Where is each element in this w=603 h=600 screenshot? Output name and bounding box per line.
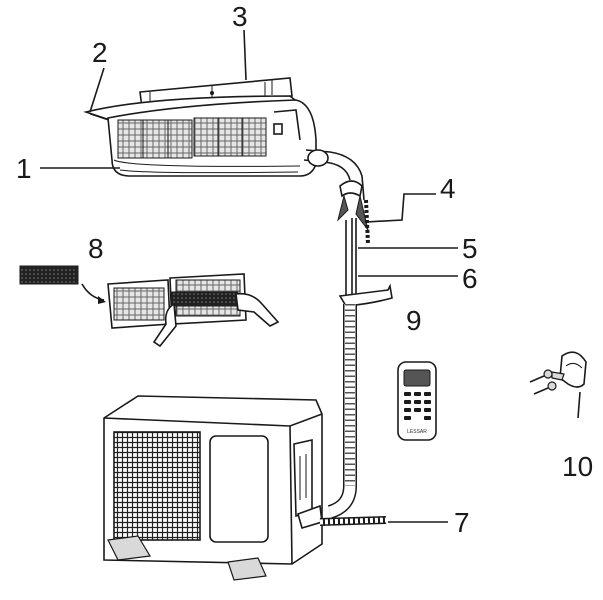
indoor-filters bbox=[117, 117, 267, 159]
filter-replacement-illustration bbox=[19, 265, 280, 348]
screw-icon bbox=[533, 381, 557, 395]
callout-10: 10 bbox=[562, 451, 593, 482]
callout-4: 4 bbox=[440, 173, 456, 204]
screw-icon bbox=[529, 369, 553, 383]
callout-6: 6 bbox=[462, 263, 478, 294]
indoor-unit bbox=[83, 77, 317, 177]
callout-2: 2 bbox=[92, 37, 108, 68]
callout-5: 5 bbox=[462, 233, 478, 264]
remote-brand: LESSAR bbox=[407, 429, 427, 435]
wall-bracket bbox=[529, 351, 587, 395]
outdoor-unit bbox=[103, 395, 387, 581]
callout-1: 1 bbox=[16, 153, 32, 184]
callout-9: 9 bbox=[406, 305, 422, 336]
callout-3: 3 bbox=[232, 1, 248, 32]
remote-control: LESSAR bbox=[397, 361, 437, 441]
connection-pipes bbox=[303, 149, 393, 519]
callout-7: 7 bbox=[454, 507, 470, 538]
callout-8: 8 bbox=[88, 233, 104, 264]
leader-lines bbox=[40, 29, 581, 523]
